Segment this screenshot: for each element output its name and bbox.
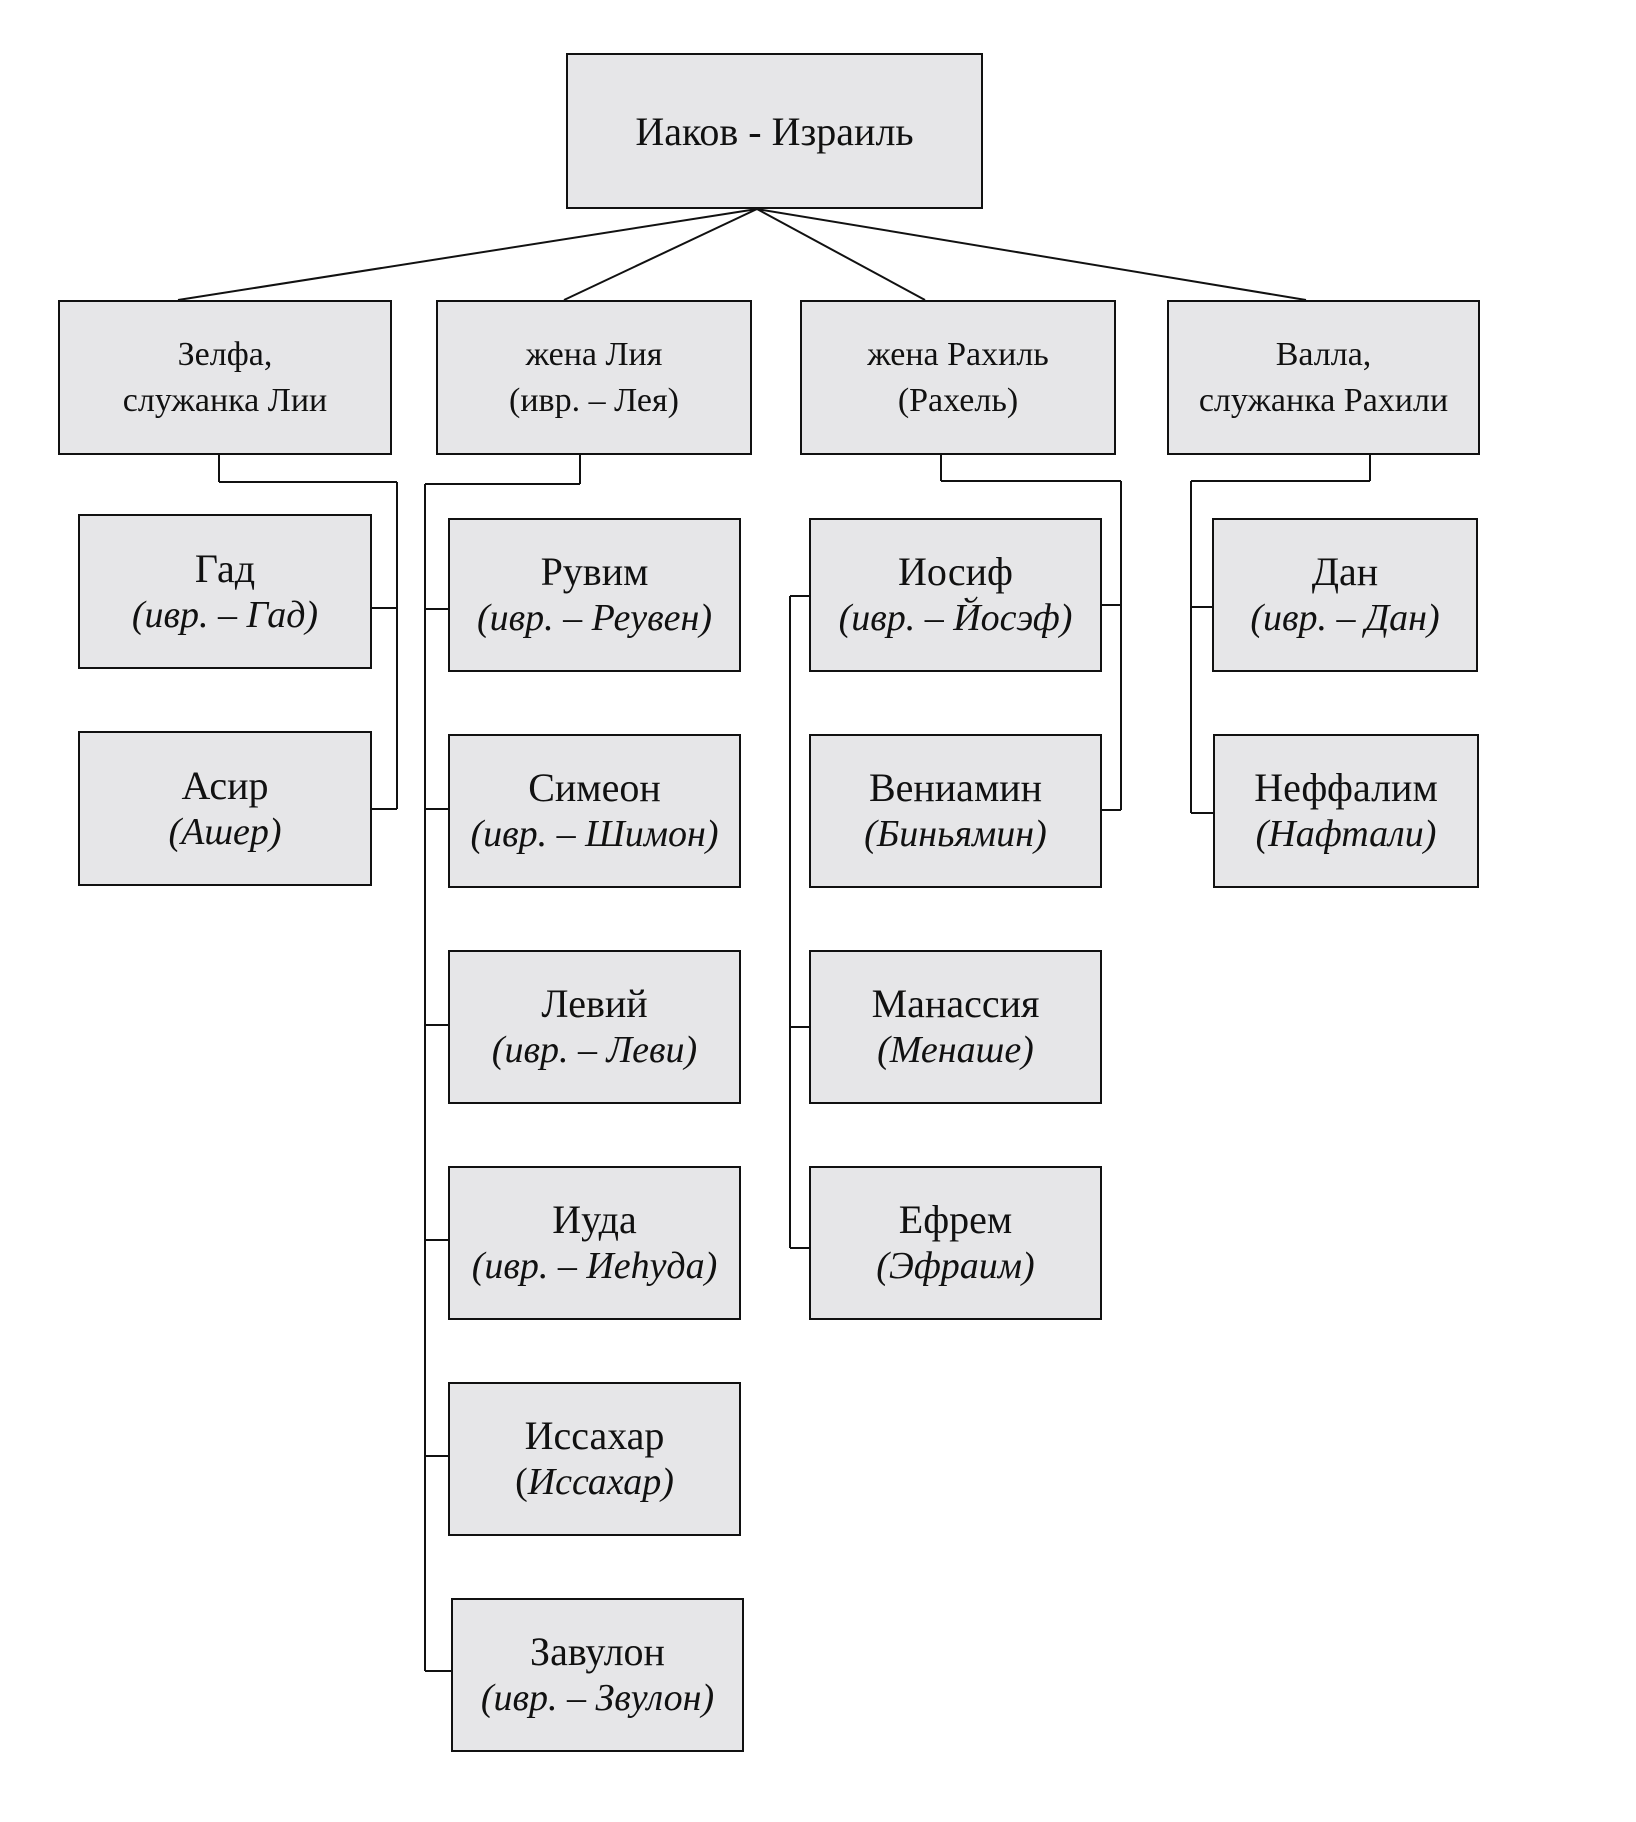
- wife-line1: жена Рахиль: [867, 335, 1049, 373]
- child-node-ephraim: Ефрем (Эфраим): [809, 1166, 1102, 1320]
- wife-node-leah: жена Лия (ивр. – Лея): [436, 300, 752, 455]
- child-hebrew-name: (ивр. – Леви): [491, 1029, 698, 1072]
- child-hebrew-name: (ивр. – Иеhуда): [471, 1245, 718, 1288]
- child-hebrew-name: (ивр. – Шимон): [470, 813, 719, 856]
- wife-line2: (Рахель): [897, 381, 1019, 419]
- child-name: Дан: [1311, 549, 1379, 595]
- child-name: Симеон: [528, 765, 661, 811]
- child-hebrew-name: (ивр. – Гад): [131, 593, 319, 636]
- connector-root-zilpah: [177, 208, 758, 301]
- child-node-zebulun: Завулон (ивр. – Звулон): [451, 1598, 744, 1752]
- wife-line2: служанка Лии: [122, 381, 328, 419]
- child-name: Гад: [194, 545, 256, 591]
- child-hebrew-name: (Биньямин): [864, 813, 1047, 856]
- wife-node-bilhah: Валла, служанка Рахили: [1167, 300, 1480, 455]
- child-hebrew-text: Иссахар): [527, 1461, 674, 1504]
- child-hebrew-name: (Эфраим): [876, 1245, 1035, 1288]
- child-name: Завулон: [530, 1629, 665, 1675]
- child-name: Вениамин: [868, 765, 1043, 811]
- wife-line2: служанка Рахили: [1198, 381, 1449, 419]
- child-hebrew-name: (Нафтали): [1255, 813, 1437, 856]
- child-name: Левий: [541, 981, 648, 1027]
- child-name: Ефрем: [898, 1197, 1013, 1243]
- child-name: Иосиф: [898, 549, 1013, 595]
- wife-line1: жена Лия: [525, 335, 663, 373]
- wife-node-rachel: жена Рахиль (Рахель): [800, 300, 1116, 455]
- child-hebrew-paren: (: [515, 1461, 528, 1504]
- child-node-dan: Дан (ивр. – Дан): [1212, 518, 1478, 672]
- child-node-joseph: Иосиф (ивр. – Йосэф): [809, 518, 1102, 672]
- child-node-simeon: Симеон (ивр. – Шимон): [448, 734, 741, 888]
- child-name: Иуда: [552, 1197, 637, 1243]
- connector-root-leah: [563, 208, 758, 301]
- child-node-manasseh: Манассия (Менаше): [809, 950, 1102, 1104]
- child-node-gad: Гад (ивр. – Гад): [78, 514, 372, 669]
- child-name: Манассия: [871, 981, 1040, 1027]
- child-node-asher: Асир (Ашер): [78, 731, 372, 886]
- child-node-naphtali: Неффалим (Нафтали): [1213, 734, 1479, 888]
- child-node-levi: Левий (ивр. – Леви): [448, 950, 741, 1104]
- child-hebrew-name: (ивр. – Йосэф): [838, 597, 1073, 640]
- child-name: Рувим: [540, 549, 649, 595]
- child-hebrew-name: (Ашер): [168, 810, 282, 853]
- wife-line2: (ивр. – Лея): [509, 381, 679, 419]
- child-node-benjamin: Вениамин (Биньямин): [809, 734, 1102, 888]
- child-hebrew-name: (ивр. – Реувен): [476, 597, 713, 640]
- wife-line1: Зелфа,: [177, 335, 273, 373]
- child-name: Иссахар: [524, 1413, 665, 1459]
- child-name: Асир: [181, 762, 269, 808]
- connector-root-rachel: [756, 208, 926, 301]
- wife-node-zilpah: Зелфа, служанка Лии: [58, 300, 392, 455]
- wife-line1: Валла,: [1275, 335, 1372, 373]
- child-node-reuben: Рувим (ивр. – Реувен): [448, 518, 741, 672]
- child-hebrew-name: (Иссахар): [515, 1460, 674, 1506]
- child-hebrew-name: (ивр. – Дан): [1250, 597, 1440, 640]
- root-label: Иаков - Израиль: [635, 108, 914, 154]
- child-node-judah: Иуда (ивр. – Иеhуда): [448, 1166, 741, 1320]
- child-name: Неффалим: [1254, 765, 1438, 811]
- child-node-issachar: Иссахар (Иссахар): [448, 1382, 741, 1536]
- root-node: Иаков - Израиль: [566, 53, 983, 209]
- child-hebrew-name: (Менаше): [877, 1029, 1034, 1072]
- connector-root-bilhah: [756, 208, 1307, 301]
- child-hebrew-name: (ивр. – Звулон): [480, 1677, 715, 1720]
